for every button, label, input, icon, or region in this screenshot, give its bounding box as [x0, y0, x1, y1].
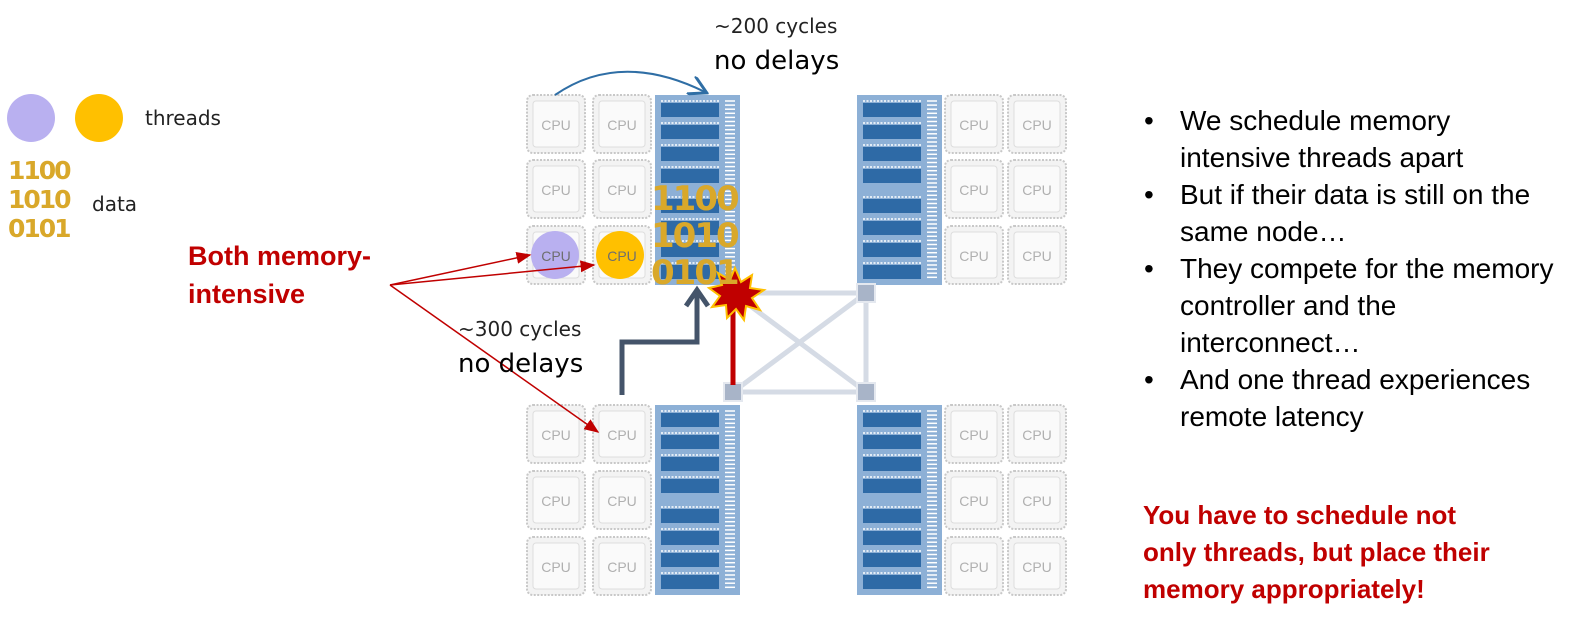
bullet-list: We schedule memory intensive threads apa… [1140, 102, 1560, 435]
legend-threads-label: threads [145, 106, 221, 130]
remote-access-arrow [619, 292, 700, 395]
memory-module [857, 405, 942, 595]
cpu-chip: CPU [526, 159, 586, 219]
cpu-chip: CPU [592, 159, 652, 219]
cpu-chip: CPU [1007, 159, 1067, 219]
cpu-label: CPU [607, 182, 637, 198]
cpu-label: CPU [541, 248, 571, 264]
local-access-arrow [554, 70, 705, 96]
threads-note-line1: Both memory- [188, 241, 372, 271]
interconnect-node [856, 283, 876, 303]
node-data-binary-1: 1100 [651, 179, 740, 219]
remote-delay: no delays [458, 349, 584, 379]
cpu-chip: CPU [526, 470, 586, 530]
cpu-label: CPU [1022, 117, 1052, 133]
cpu-label: CPU [1022, 427, 1052, 443]
cpu-label: CPU [1022, 493, 1052, 509]
legend-binary-2: 1010 [8, 185, 72, 214]
cpu-chip: CPU [944, 159, 1004, 219]
cpu-label: CPU [541, 427, 571, 443]
cpu-chip: CPU [944, 536, 1004, 596]
cpu-label: CPU [607, 248, 637, 264]
cpu-label: CPU [607, 427, 637, 443]
threads-note-line2: intensive [188, 279, 306, 309]
bullet-item: We schedule memory intensive threads apa… [1140, 102, 1560, 176]
legend-thread-yellow [75, 94, 123, 142]
memory-module [655, 405, 740, 595]
cpu-chip: CPU [944, 404, 1004, 464]
memory-module [857, 95, 942, 285]
cpu-label: CPU [1022, 248, 1052, 264]
interconnect-node [723, 382, 743, 402]
cpu-chip: CPU [1007, 225, 1067, 285]
cpu-label: CPU [959, 493, 989, 509]
conclusion-line1: You have to schedule not [1143, 500, 1457, 530]
collision-starburst-icon [706, 265, 767, 323]
interconnect-node [856, 382, 876, 402]
remote-cycles: ~300 cycles [458, 317, 582, 341]
bullet-item: But if their data is still on the same n… [1140, 176, 1560, 250]
cpu-chip: CPU [1007, 404, 1067, 464]
cpu-label: CPU [959, 117, 989, 133]
cpu-chip: CPU [944, 94, 1004, 154]
memory-module [655, 95, 740, 285]
cpu-label: CPU [1022, 559, 1052, 575]
conclusion-line3: memory appropriately! [1143, 574, 1425, 604]
bullet-item: They compete for the memory controller a… [1140, 250, 1560, 361]
conclusion-line2: only threads, but place their [1143, 537, 1490, 567]
local-cycles: ~200 cycles [714, 14, 838, 38]
remote-access-arrowhead [683, 285, 711, 308]
cpu-label: CPU [959, 248, 989, 264]
legend-thread-purple [7, 94, 55, 142]
cpu-label: CPU [541, 493, 571, 509]
local-delay: no delays [714, 46, 840, 76]
cpu-label: CPU [607, 117, 637, 133]
cpu-label: CPU [959, 427, 989, 443]
cpu-chip: CPU [592, 470, 652, 530]
cpu-chip: CPU [526, 404, 586, 464]
cpu-label: CPU [1022, 182, 1052, 198]
pointer-arrows [389, 251, 600, 433]
cpu-chip: CPU [592, 536, 652, 596]
cpu-chip: CPU [1007, 470, 1067, 530]
bullet-item: And one thread experiences remote latenc… [1140, 361, 1560, 435]
cpu-label: CPU [607, 559, 637, 575]
legend-binary-1: 1100 [8, 156, 72, 185]
cpu-chip: CPU [944, 470, 1004, 530]
cpu-chip: CPU [526, 536, 586, 596]
cpu-label: CPU [959, 559, 989, 575]
cpu-chip: CPU [1007, 536, 1067, 596]
cpu-chip: CPU [592, 94, 652, 154]
cpu-chip: CPU [526, 94, 586, 154]
cpu-label: CPU [541, 182, 571, 198]
cpu-label: CPU [541, 117, 571, 133]
node-data-binary-3: 0101 [651, 253, 740, 293]
cpu-label: CPU [541, 559, 571, 575]
cpu-chip: CPU [1007, 94, 1067, 154]
legend-data-label: data [92, 192, 138, 216]
legend-binary-3: 0101 [8, 214, 72, 243]
cpu-label: CPU [607, 493, 637, 509]
cpu-label: CPU [959, 182, 989, 198]
node-data-binary-2: 1010 [651, 216, 740, 256]
thread-yellow [596, 231, 644, 279]
cpu-chip: CPU [944, 225, 1004, 285]
cpu-chip: CPU [592, 404, 652, 464]
